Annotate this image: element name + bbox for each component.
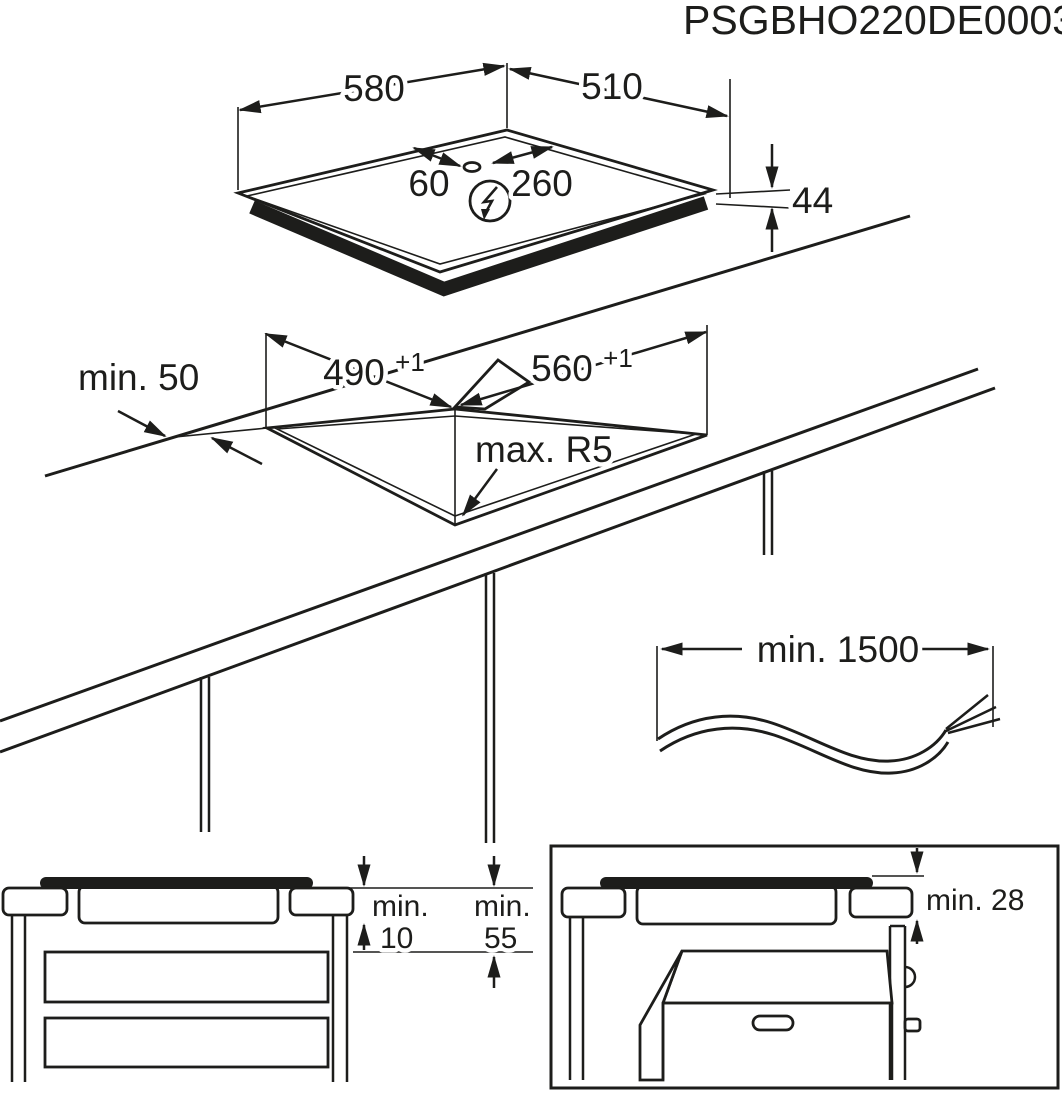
dim-line-560	[459, 330, 708, 407]
cable-hole	[462, 161, 482, 173]
hob-body-section	[635, 884, 838, 926]
worktop-cutout-view: min. 50 490 +1 560 +1 max. R5	[0, 214, 996, 843]
rear-clearance-label: min. 50	[78, 357, 199, 398]
oven-top	[660, 949, 894, 1005]
drawer-clearance-view: min. 10 min. 55	[1, 856, 535, 1082]
worktop-legs	[199, 471, 774, 843]
worktop-right-section	[848, 886, 914, 919]
oven-handle	[751, 1014, 795, 1032]
cable-drawing	[657, 694, 1001, 775]
worktop-front-edge-top	[0, 367, 979, 723]
hob-top-view: 580 510 60 260 44	[233, 62, 838, 297]
cutout-depth-tolerance: +1	[395, 347, 425, 377]
power-cable-view: min. 1500	[656, 625, 1001, 775]
dim-line-580	[238, 62, 506, 114]
oven-front	[661, 1001, 894, 1080]
hob-glass-section	[40, 877, 313, 889]
cutout-corner-section	[452, 358, 532, 411]
hob-gap-value: 10	[380, 922, 413, 955]
corner-radius-label: max. R5	[475, 429, 613, 470]
cabinet-legs	[568, 917, 585, 1080]
oven-clearance-view: min. 28	[549, 844, 1060, 1090]
oven-left-side	[638, 950, 684, 1082]
dim-height-label: 44	[792, 180, 833, 221]
cutout-width-label: 560 +1	[531, 343, 633, 389]
hob-gap-min-label: min.	[372, 890, 429, 923]
cutout-depth-value: 490	[323, 352, 385, 393]
dim-hole-span-label: 260	[511, 163, 573, 204]
hob-glass-section	[600, 877, 873, 889]
min50-arrow-rear	[117, 409, 167, 438]
worktop-gap-value: 55	[484, 922, 517, 955]
cutout-width-tolerance: +1	[603, 343, 633, 373]
oven-drawing	[638, 924, 922, 1082]
dim-44-group	[715, 144, 791, 252]
hob-body	[249, 196, 709, 297]
hob-body-section	[77, 884, 280, 925]
oven-hinge-bump	[904, 965, 917, 989]
dim-hole-offset-label: 60	[408, 163, 449, 204]
worktop-front-edge-bottom	[0, 386, 996, 754]
drawer-upper	[43, 950, 330, 1004]
cable-wire-ends	[945, 694, 1001, 735]
dim-line-260	[491, 145, 554, 165]
drawer-lower	[43, 1016, 330, 1069]
dim-line-510	[508, 66, 729, 119]
worktop-left-section	[1, 886, 69, 917]
worktop-left-section	[560, 886, 627, 919]
oven-gap-label: min. 28	[926, 884, 1024, 917]
dim-width-label: 580	[343, 68, 405, 109]
dim-line-490	[264, 332, 453, 409]
oven-side-knob	[903, 1017, 922, 1033]
cutout-depth-label: 490 +1	[323, 347, 425, 393]
lightning-icon	[468, 179, 512, 223]
dim-line-60	[412, 146, 462, 168]
worktop-gap-min-label: min.	[474, 890, 531, 923]
extension-line	[174, 427, 268, 438]
cabinet-legs	[10, 915, 349, 1082]
model-number: PSGBHO220DE0003L	[683, 0, 1062, 43]
worktop-right-section	[288, 886, 355, 917]
cutout-width-value: 560	[531, 348, 593, 389]
dim-depth-label: 510	[581, 66, 643, 107]
min50-arrow-cutout	[210, 436, 263, 466]
cutout-inner-rim	[273, 415, 697, 517]
cable-length-label: min. 1500	[757, 629, 920, 670]
view-frame	[549, 844, 1060, 1090]
radius-leader-arrow	[461, 468, 499, 517]
